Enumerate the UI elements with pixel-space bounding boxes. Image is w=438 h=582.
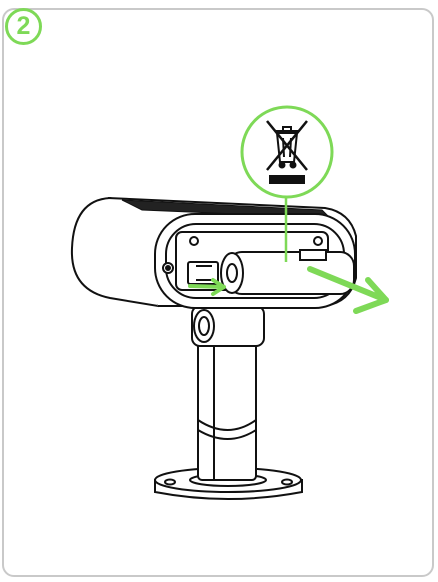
clip-arrow-icon	[188, 278, 226, 296]
mount-arm	[191, 305, 265, 481]
crossed-out-wheeled-bin-icon	[266, 120, 308, 171]
step-number-badge: 2	[5, 8, 42, 45]
step-number: 2	[16, 12, 31, 40]
removal-arrow-icon	[307, 266, 389, 314]
battery	[220, 249, 355, 295]
disposal-bar	[269, 175, 305, 184]
disposal-callout	[240, 105, 334, 199]
